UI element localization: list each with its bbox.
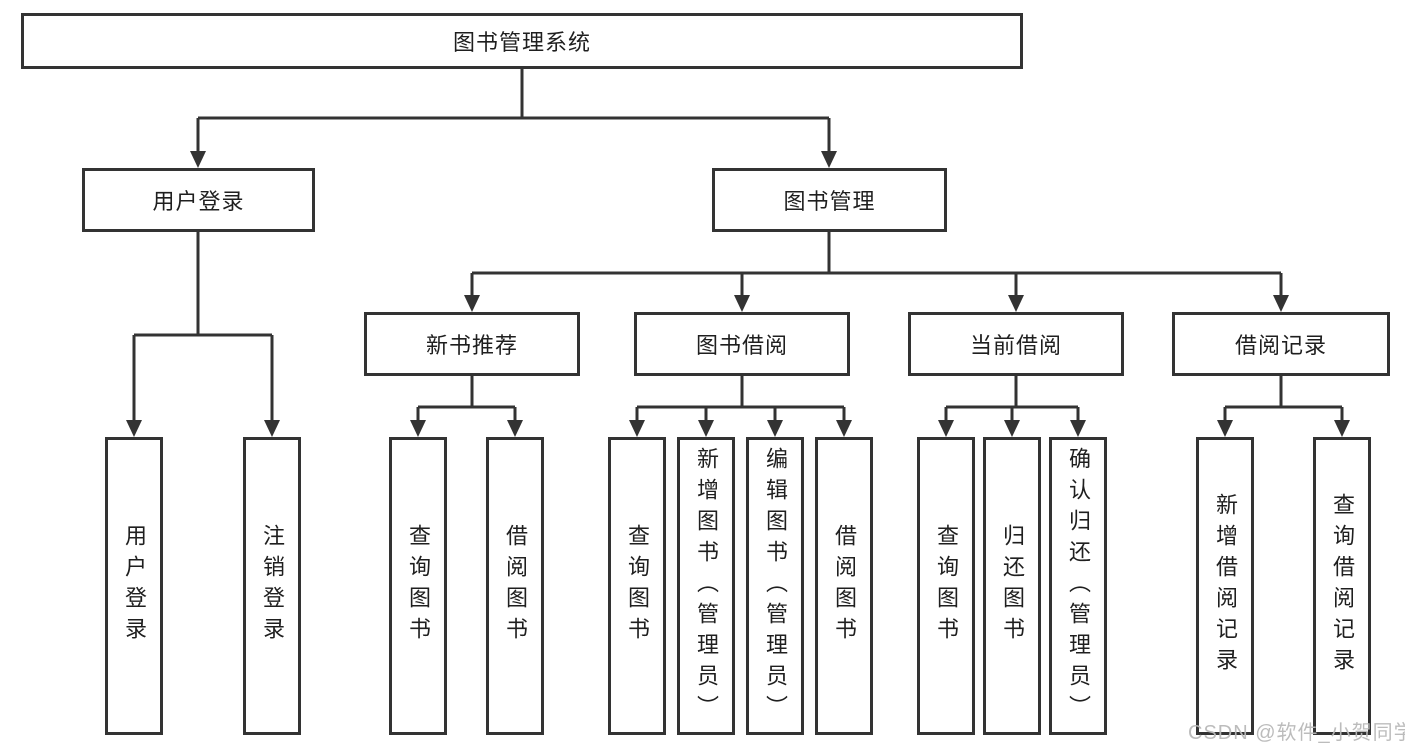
leaf-confirm-return-admin: 确认归还（管理员） (1049, 437, 1107, 735)
node-label: 注销登录 (260, 524, 285, 648)
csdn-watermark: CSDN @软件_小贺同学 (1188, 722, 1405, 744)
node-label: 查询借阅记录 (1330, 493, 1355, 679)
node-new-book-recommendation: 新书推荐 (364, 312, 580, 376)
leaf-user-login: 用户登录 (105, 437, 163, 735)
node-book-borrowing: 图书借阅 (634, 312, 850, 376)
node-label: 新增借阅记录 (1213, 493, 1238, 679)
arrowheads (126, 151, 1350, 437)
node-label: 借阅图书 (832, 524, 857, 648)
leaf-query-books-recommend: 查询图书 (389, 437, 447, 735)
leaf-query-books-borrowing: 查询图书 (608, 437, 666, 735)
node-label: 确认归还（管理员） (1066, 446, 1091, 726)
node-label: 查询图书 (406, 524, 431, 648)
node-label: 用户登录 (122, 524, 147, 648)
leaf-logout: 注销登录 (243, 437, 301, 735)
node-label: 图书管理 (783, 189, 876, 214)
leaf-add-borrow-record: 新增借阅记录 (1196, 437, 1254, 735)
node-borrowing-records: 借阅记录 (1172, 312, 1390, 376)
node-user-login: 用户登录 (82, 168, 315, 232)
node-label: 查询图书 (934, 524, 959, 648)
node-label: 图书管理系统 (452, 30, 591, 55)
leaf-add-books-admin: 新增图书（管理员） (677, 437, 735, 735)
node-label: 借阅图书 (503, 524, 528, 648)
leaf-borrow-books-recommend: 借阅图书 (486, 437, 544, 735)
node-label: 新书推荐 (425, 333, 518, 358)
node-label: 查询图书 (625, 524, 650, 648)
leaf-borrow-books-borrowing: 借阅图书 (815, 437, 873, 735)
node-current-borrowing: 当前借阅 (908, 312, 1124, 376)
node-book-management: 图书管理 (712, 168, 947, 232)
connector-lines (132, 69, 1344, 421)
node-system-root: 图书管理系统 (21, 13, 1023, 69)
node-label: 新增图书（管理员） (694, 446, 719, 726)
node-label: 归还图书 (1000, 524, 1025, 648)
node-label: 借阅记录 (1234, 333, 1327, 358)
node-label: 图书借阅 (695, 333, 788, 358)
node-label: 编辑图书（管理员） (763, 446, 788, 726)
leaf-query-books-current: 查询图书 (917, 437, 975, 735)
leaf-query-borrow-record: 查询借阅记录 (1313, 437, 1371, 735)
node-label: 当前借阅 (969, 333, 1062, 358)
leaf-return-books: 归还图书 (983, 437, 1041, 735)
node-label: 用户登录 (152, 189, 245, 214)
leaf-edit-books-admin: 编辑图书（管理员） (746, 437, 804, 735)
